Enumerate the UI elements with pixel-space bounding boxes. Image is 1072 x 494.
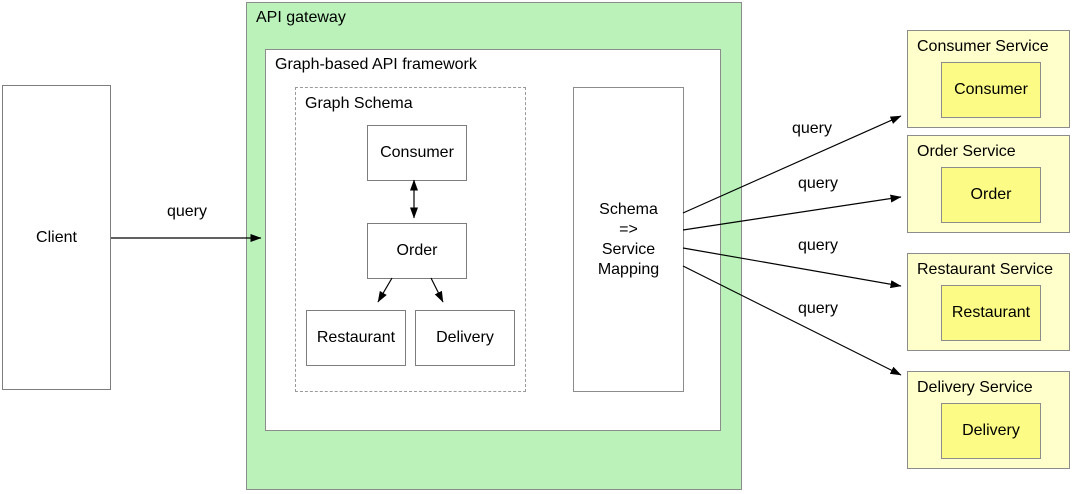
consumer-service-component: Consumer [941, 62, 1041, 118]
query-label-delivery-service: query [797, 300, 839, 317]
graph-schema-box: Graph Schema Consumer Order Restaurant D… [295, 87, 526, 392]
api-gateway-box: API gateway Graph-based API framework Gr… [246, 2, 742, 490]
restaurant-service-component: Restaurant [941, 285, 1041, 341]
consumer-service-box: Consumer Service Consumer [907, 30, 1070, 128]
framework-title: Graph-based API framework [275, 56, 477, 73]
order-service-title: Order Service [917, 143, 1016, 160]
schema-node-restaurant-label: Restaurant [316, 329, 396, 346]
schema-node-consumer-label: Consumer [380, 144, 454, 161]
query-label-consumer-service: query [791, 120, 833, 137]
consumer-service-title: Consumer Service [917, 38, 1049, 55]
query-label-restaurant-service: query [797, 237, 839, 254]
restaurant-service-box: Restaurant Service Restaurant [907, 253, 1070, 351]
restaurant-service-title: Restaurant Service [917, 261, 1054, 278]
schema-node-delivery: Delivery [415, 310, 515, 366]
client-box: Client [2, 85, 111, 390]
framework-box: Graph-based API framework Graph Schema C… [265, 49, 721, 431]
delivery-service-box: Delivery Service Delivery [907, 371, 1070, 469]
graph-schema-title: Graph Schema [305, 95, 413, 112]
order-service-component-label: Order [970, 186, 1012, 203]
query-label-client: query [166, 203, 208, 220]
api-gateway-title: API gateway [256, 9, 346, 26]
delivery-service-component-label: Delivery [962, 422, 1020, 439]
schema-node-delivery-label: Delivery [436, 329, 494, 346]
restaurant-service-component-label: Restaurant [951, 304, 1031, 321]
schema-service-mapping-label: Schema => Service Mapping [597, 200, 660, 278]
schema-node-restaurant: Restaurant [306, 310, 406, 366]
schema-node-order: Order [367, 223, 467, 279]
query-label-order-service: query [797, 175, 839, 192]
delivery-service-component: Delivery [941, 403, 1041, 459]
schema-node-order-label: Order [396, 242, 438, 259]
schema-service-mapping-box: Schema => Service Mapping [573, 87, 684, 392]
order-service-component: Order [941, 167, 1041, 223]
consumer-service-component-label: Consumer [954, 81, 1028, 98]
order-service-box: Order Service Order [907, 135, 1070, 233]
client-label: Client [36, 228, 77, 246]
delivery-service-title: Delivery Service [917, 379, 1033, 396]
schema-node-consumer: Consumer [367, 125, 467, 181]
